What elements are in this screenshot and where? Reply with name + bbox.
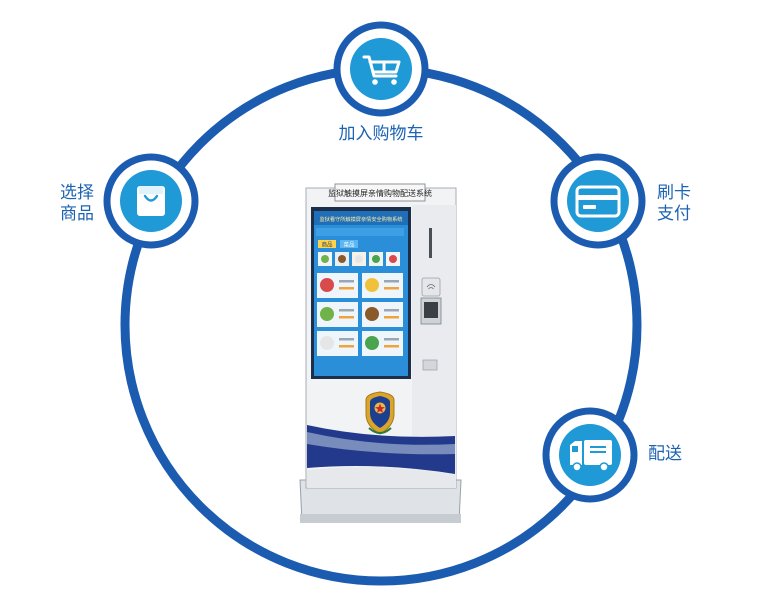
screen-product-image: [320, 336, 334, 350]
screen-product-grid: [317, 252, 403, 356]
shopping-cart-icon: [362, 55, 401, 78]
kiosk-header-text: 监狱触摸屏亲情购物配送系统: [328, 188, 432, 198]
kiosk-wave-light: [307, 432, 455, 455]
screen-product-text-line: [384, 309, 399, 312]
screen-product-image: [365, 336, 379, 350]
step-label-card: 刷卡 支付: [644, 183, 704, 225]
screen-product-item: [372, 255, 380, 263]
screen-tab-goods-label: 商品: [321, 241, 333, 249]
step-node-cart: [333, 21, 429, 117]
screen-tab-fruit-label: 菜品: [343, 241, 355, 249]
screen-product-text-line: [339, 309, 354, 312]
screen-product-text-line: [384, 280, 399, 283]
screen-product-image: [365, 307, 379, 321]
delivery-truck-icon: [570, 440, 612, 472]
screen-product-text-line: [384, 316, 399, 319]
screen-product-image: [320, 307, 334, 321]
screen-product-text-line: [384, 287, 399, 290]
screen-product-text-line: [339, 345, 354, 348]
step-node-delivery: [542, 407, 638, 503]
screen-product-item: [355, 255, 363, 263]
screen-product-text-line: [339, 316, 354, 319]
step-node-card: [550, 153, 646, 249]
screen-tab-fruit: [340, 240, 358, 248]
kiosk-header-plate: [334, 183, 426, 202]
step-label-select-line2: 商品: [60, 204, 94, 224]
credit-card-icon: [575, 185, 621, 218]
screen-product-text-line: [384, 345, 399, 348]
screen-product-text-line: [339, 280, 354, 283]
step-label-cart: 加入购物车: [338, 124, 424, 144]
screen-product-text-line: [339, 338, 354, 341]
step-label-select: 选择 商品: [47, 183, 107, 225]
screen-product-text-line: [384, 338, 399, 341]
kiosk-illustration: 监狱触摸屏亲情购物配送系统 监狱看守所触摸屏亲情安全购物系统 商品 菜品: [299, 183, 462, 523]
step-label-delivery: 配送: [648, 444, 682, 464]
step-label-select-line1: 选择: [60, 183, 94, 203]
screen-product-item: [389, 255, 397, 263]
screen-product-item: [338, 255, 346, 263]
shopping-bag-icon: [137, 186, 165, 216]
screen-product-text-line: [339, 287, 354, 290]
step-label-card-line2: 支付: [657, 204, 691, 224]
step-node-select: [103, 153, 199, 249]
kiosk-card-reader: [421, 277, 441, 297]
screen-tab-goods: [318, 240, 336, 248]
screen-product-item: [321, 255, 329, 263]
screen-product-image: [320, 278, 334, 292]
police-emblem: [365, 391, 395, 435]
screen-product-image: [365, 278, 379, 292]
kiosk-card-slot: [429, 228, 432, 258]
step-label-card-line1: 刷卡: [657, 183, 691, 203]
kiosk-screen-title: 监狱看守所触摸屏亲情安全购物系统: [319, 215, 402, 223]
